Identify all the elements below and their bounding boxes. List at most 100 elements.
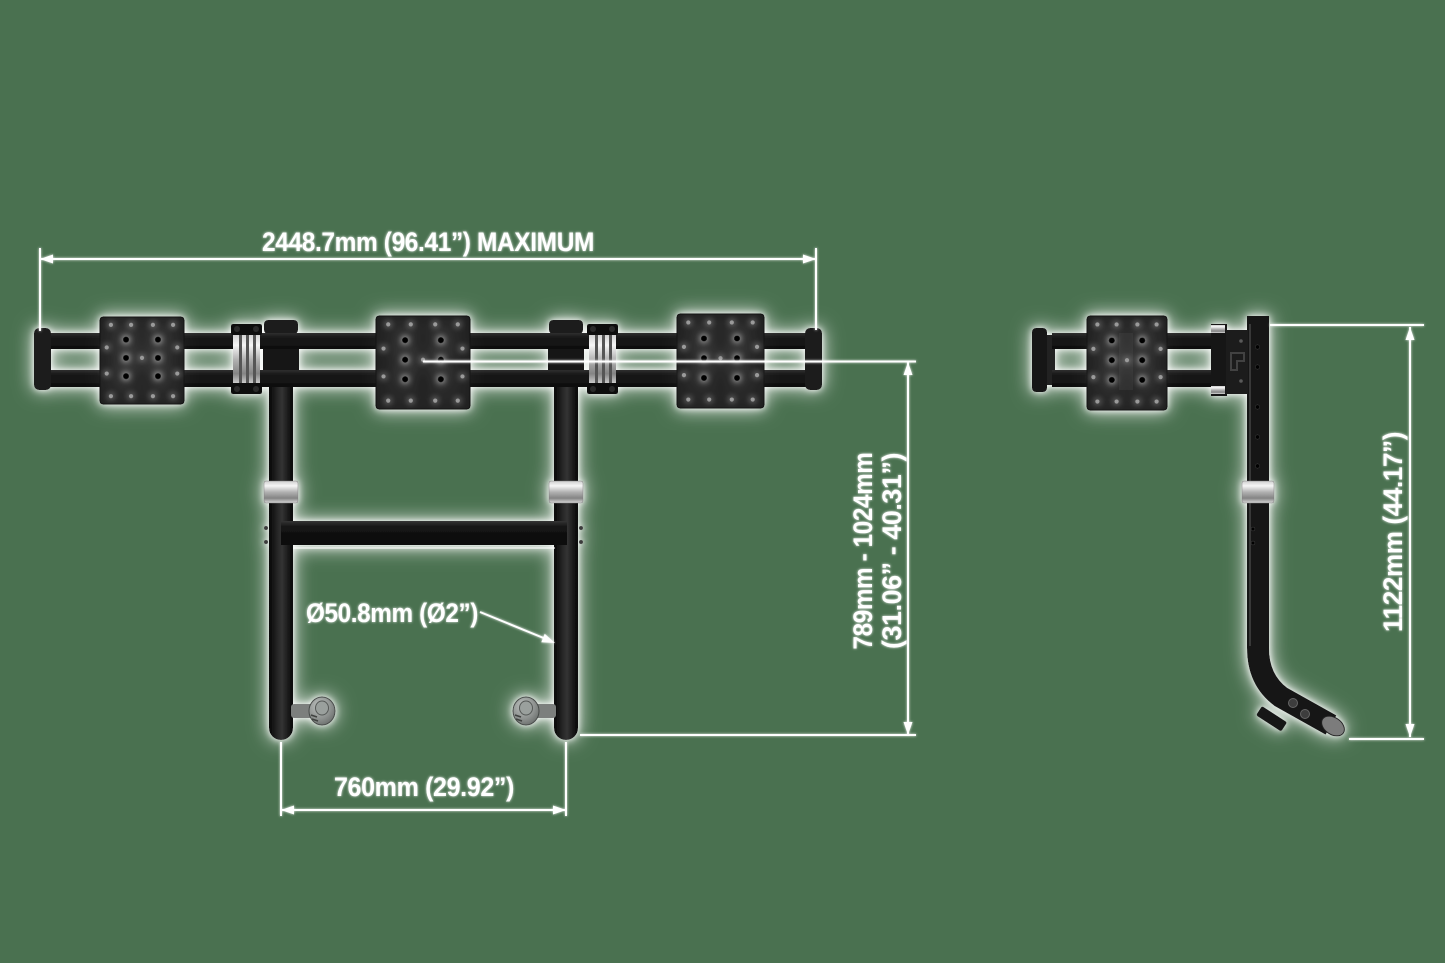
vesa-hole: [108, 394, 114, 399]
vesa-hole: [154, 354, 162, 362]
vesa-hole: [707, 397, 712, 402]
side-view-product: [1032, 315, 1345, 737]
vesa-hole: [1114, 399, 1119, 404]
right-height-collar: [548, 480, 584, 504]
side-post-bend-tab: [1256, 706, 1287, 731]
vesa-hole: [460, 346, 465, 351]
crossbar: [281, 521, 567, 545]
dimension-max-width: 2448.7mm (96.41”) MAXIMUM: [39, 227, 817, 331]
vesa-hole: [460, 374, 465, 379]
base-width-label: 760mm (29.92”): [334, 772, 514, 802]
vesa-hole: [128, 322, 134, 327]
dimension-base-width: 760mm (29.92”): [280, 742, 567, 816]
vesa-hole: [1138, 337, 1146, 344]
arrow-right: [553, 805, 566, 815]
right-pole-cap: [549, 320, 583, 334]
side-height-collar: [1241, 480, 1275, 504]
vesa-hole: [1138, 356, 1146, 364]
side-bracket-bolt-bottom: [1211, 386, 1225, 394]
vesa-hole: [1108, 376, 1116, 384]
vesa-hole: [139, 355, 145, 360]
arrow-left: [40, 254, 53, 264]
leader-arrow: [541, 633, 555, 643]
vesa-hole: [433, 322, 438, 327]
vesa-hole: [175, 345, 180, 350]
side-post-top: [1247, 316, 1269, 326]
vesa-hole: [122, 372, 130, 380]
left-pole-rail-clamp: [263, 347, 299, 372]
height-range-in-label: (31.06” - 40.31”): [877, 453, 907, 649]
vesa-hole: [733, 374, 741, 382]
vesa-hole: [1091, 346, 1096, 351]
vesa-hole: [1124, 358, 1130, 363]
vesa-hole: [1158, 346, 1163, 351]
vesa-hole: [170, 394, 176, 399]
vesa-hole: [1135, 399, 1140, 404]
vesa-hole: [700, 354, 708, 362]
right-hinge: [587, 324, 618, 394]
vesa-hole: [104, 345, 109, 350]
vesa-hole: [154, 372, 162, 380]
left-hinge: [231, 324, 262, 394]
dimension-side-height: 1122mm (44.17”): [1270, 324, 1424, 740]
vesa-hole: [707, 320, 712, 325]
crossbar-bolt: [264, 526, 268, 530]
vesa-hole: [1095, 399, 1100, 404]
vesa-hole: [386, 322, 391, 327]
right-rail-endcap: [805, 328, 822, 390]
side-monitor-plate-inner: [1047, 335, 1055, 385]
vesa-hole: [433, 398, 438, 403]
arrow-left: [281, 805, 294, 815]
vesa-hole: [729, 320, 734, 325]
vesa-hole: [108, 322, 114, 327]
side-bracket-bolt-top: [1211, 325, 1225, 333]
vesa-hole: [455, 398, 460, 403]
vesa-hole: [1158, 375, 1163, 380]
vesa-hole: [718, 356, 723, 361]
vesa-hole: [750, 320, 755, 325]
left-tube-clamp: [291, 696, 336, 726]
right-tube-clamp: [512, 696, 556, 726]
vesa-hole: [686, 397, 691, 402]
vesa-hole: [437, 336, 445, 344]
arrow-up: [1405, 327, 1415, 340]
dimension-height-range: 789mm - 1024mm (31.06” - 40.31”): [423, 360, 916, 736]
vesa-hole: [1114, 322, 1119, 327]
side-bracket-hole: [1239, 379, 1243, 383]
vesa-hole: [437, 375, 445, 383]
vesa-hole: [700, 335, 708, 342]
vesa-hole: [700, 374, 708, 382]
side-post-end-face: [1321, 715, 1345, 737]
vesa-hole: [386, 398, 391, 403]
side-bracket-hole: [1239, 339, 1243, 343]
side-bend-bolt: [1300, 709, 1310, 719]
vesa-hole: [170, 322, 176, 327]
left-pole-cap: [264, 320, 298, 334]
side-height-label: 1122mm (44.17”): [1378, 432, 1408, 632]
vesa-hole: [733, 354, 741, 362]
side-monitor-plate-edge: [1032, 328, 1047, 392]
vesa-hole: [1154, 322, 1159, 327]
annotation-tube-diameter: Ø50.8mm (Ø2”): [306, 598, 555, 643]
tube-diameter-label: Ø50.8mm (Ø2”): [306, 598, 478, 628]
vesa-hole: [122, 354, 130, 362]
vesa-hole: [381, 346, 386, 351]
vesa-hole: [401, 375, 409, 383]
side-post: [1247, 322, 1337, 735]
arrow-up: [903, 362, 913, 375]
vesa-hole: [1135, 322, 1140, 327]
vesa-hole: [754, 344, 760, 349]
vesa-hole: [1138, 376, 1146, 384]
vesa-hole: [408, 322, 413, 327]
arrow-down: [1405, 724, 1415, 737]
vesa-hole: [401, 336, 409, 344]
vesa-hole: [122, 336, 130, 343]
vesa-hole: [681, 373, 687, 378]
vesa-hole: [104, 371, 109, 376]
vesa-hole: [681, 344, 687, 349]
side-l-bracket-notch: [1230, 352, 1245, 371]
vesa-hole-patterns: [104, 320, 1163, 404]
vesa-hole: [750, 397, 755, 402]
crossbar-bolt: [579, 540, 583, 544]
